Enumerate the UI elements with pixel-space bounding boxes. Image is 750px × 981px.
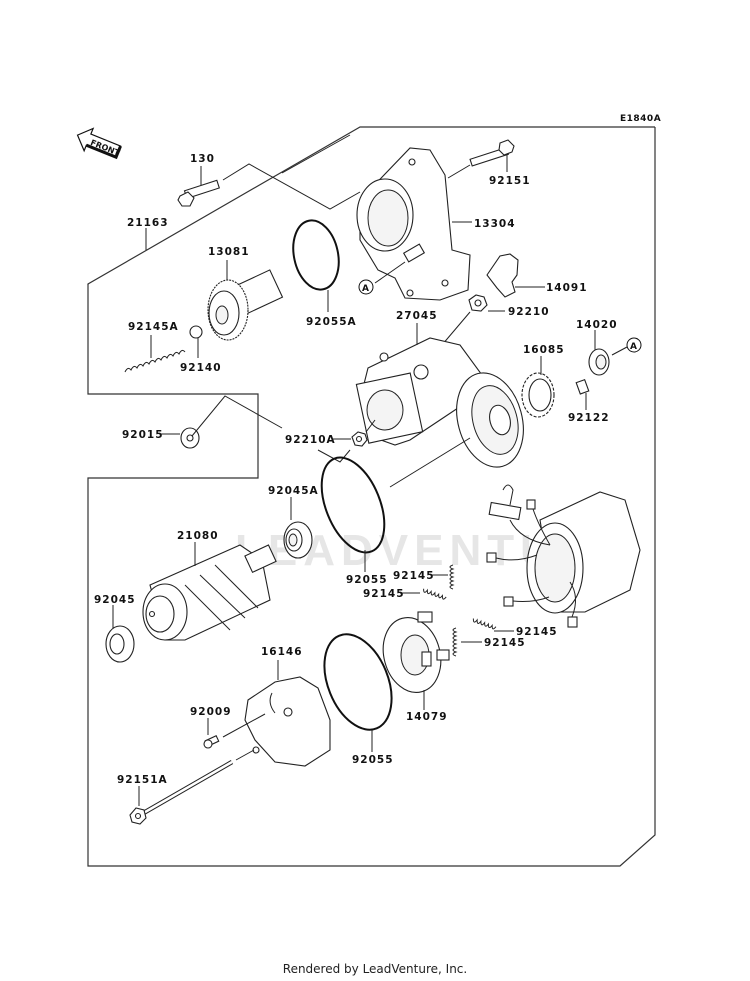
screw-92009[interactable] (203, 735, 220, 749)
solenoid-27045[interactable] (355, 337, 483, 446)
callout-92145-2[interactable]: 92145 (363, 588, 405, 600)
callout-92045[interactable]: 92045 (94, 594, 136, 606)
part-14020[interactable] (588, 348, 610, 376)
callout-92145-1[interactable]: 92145 (393, 570, 435, 582)
front-arrow-icon: FRONT (76, 127, 122, 160)
callout-92122[interactable]: 92122 (568, 412, 610, 424)
bearing-92045A[interactable] (283, 521, 313, 559)
oring-92055-lower[interactable] (311, 624, 404, 739)
bearing-92045[interactable] (105, 625, 135, 663)
callout-21163[interactable]: 21163 (127, 217, 169, 229)
callout-130[interactable]: 130 (190, 153, 215, 165)
callout-92210[interactable]: 92210 (508, 306, 550, 318)
spring-92145-2[interactable] (423, 588, 447, 600)
oring-92055A[interactable] (287, 216, 345, 294)
callout-92009[interactable]: 92009 (190, 706, 232, 718)
bolt-92151[interactable] (469, 139, 515, 167)
callout-92055-upper[interactable]: 92055 (346, 574, 388, 586)
ball-92140[interactable] (189, 325, 203, 339)
clutch-13081[interactable] (207, 269, 284, 341)
pin-92122[interactable] (575, 378, 590, 395)
svg-text:A: A (362, 284, 369, 294)
callout-13304[interactable]: 13304 (474, 218, 516, 230)
callout-14079[interactable]: 14079 (406, 711, 448, 723)
callout-92145-4[interactable]: 92145 (484, 637, 526, 649)
callout-92151[interactable]: 92151 (489, 175, 531, 187)
callout-92055A[interactable]: 92055A (306, 316, 357, 328)
spring-92145A[interactable] (124, 349, 186, 373)
callout-92145A[interactable]: 92145A (128, 321, 179, 333)
callout-21080[interactable]: 21080 (177, 530, 219, 542)
ref-marker-a-right: A (626, 337, 642, 353)
nut-92210A[interactable] (351, 431, 368, 447)
callout-92045A[interactable]: 92045A (268, 485, 319, 497)
nut-92210[interactable] (468, 294, 488, 312)
callout-92015[interactable]: 92015 (122, 429, 164, 441)
oring-92055-upper[interactable] (309, 449, 397, 562)
ref-marker-a-housing: A (358, 279, 374, 295)
bolt-130[interactable] (177, 179, 220, 207)
callout-92145-3[interactable]: 92145 (516, 626, 558, 638)
boot-14091[interactable] (486, 253, 519, 298)
spring-92145-4[interactable] (452, 627, 458, 657)
spring-92145-1[interactable] (449, 564, 455, 590)
callout-16146[interactable]: 16146 (261, 646, 303, 658)
diagram-code: E1840A (620, 114, 661, 124)
end-frame (456, 372, 524, 468)
armature-21080[interactable] (142, 544, 277, 641)
callout-14091[interactable]: 14091 (546, 282, 588, 294)
svg-text:A: A (630, 342, 637, 352)
callout-13081[interactable]: 13081 (208, 246, 250, 258)
footer-credit: Rendered by LeadVenture, Inc. (282, 962, 468, 976)
bolt-92151A[interactable] (129, 760, 234, 825)
callout-92140[interactable]: 92140 (180, 362, 222, 374)
callout-92210A[interactable]: 92210A (285, 434, 336, 446)
callout-14020[interactable]: 14020 (576, 319, 618, 331)
housing-13304[interactable] (356, 147, 471, 301)
assembly-frame (87, 126, 656, 867)
gear-16085[interactable] (521, 372, 555, 418)
end-cover-16146[interactable] (244, 676, 331, 767)
callout-27045[interactable]: 27045 (396, 310, 438, 322)
callout-92151A[interactable]: 92151A (117, 774, 168, 786)
brush-holder-14079[interactable] (375, 611, 450, 699)
callout-92055-lower[interactable]: 92055 (352, 754, 394, 766)
spring-92145-3[interactable] (472, 618, 497, 630)
yoke-assembly (486, 484, 641, 628)
callout-16085[interactable]: 16085 (523, 344, 565, 356)
